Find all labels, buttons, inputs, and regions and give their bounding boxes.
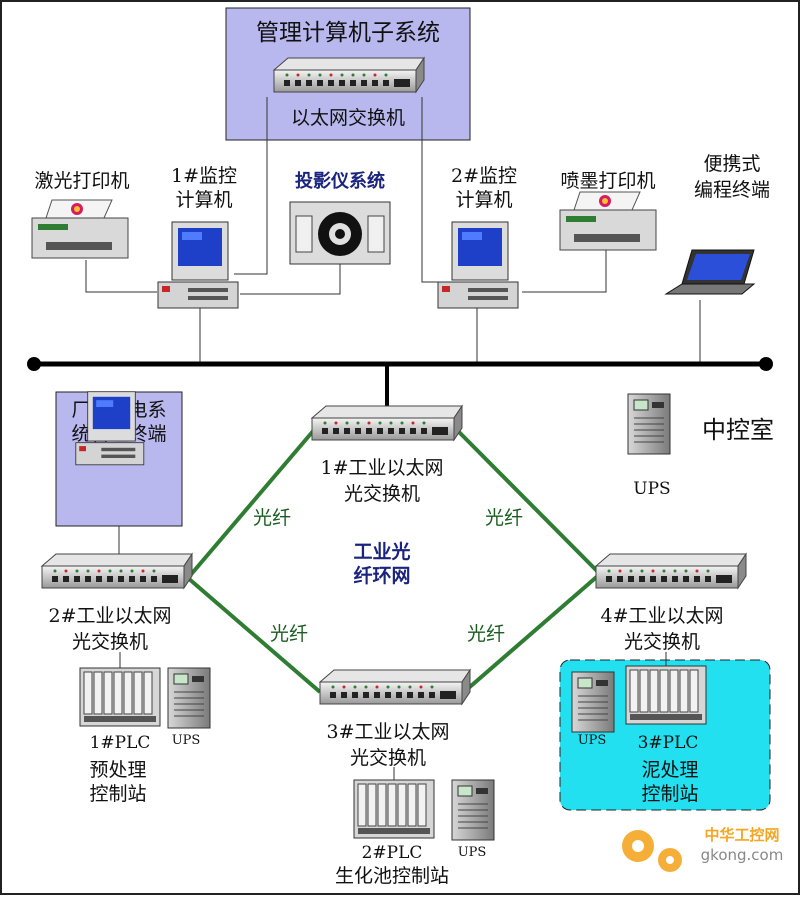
- fiber-label-bottom-left: 光纤: [270, 623, 308, 645]
- monitor-pc-2-label-b: 计算机: [455, 189, 512, 211]
- monitor-pc-1-label-b: 计算机: [175, 189, 232, 211]
- monitor-pc-1-label-a: 1#监控: [171, 165, 237, 187]
- ups-1-label: UPS: [172, 733, 201, 748]
- gkong-logo: [622, 830, 682, 872]
- ethernet-switch-label: 以太网交换机: [291, 107, 405, 129]
- control-room-label: 中控室: [702, 416, 774, 444]
- industrial-switch-3: [319, 669, 471, 705]
- upper-cables: [85, 97, 701, 364]
- monitor-pc-2: [437, 221, 519, 309]
- watermark-url: gkong.com: [701, 846, 784, 864]
- ups-3-label: UPS: [578, 733, 607, 748]
- industrial-switch-4: [595, 553, 747, 589]
- portable-terminal-label-a: 便携式: [703, 153, 760, 175]
- switch-3-label-b: 光交换机: [350, 747, 426, 769]
- station-3-label-b: 控制站: [641, 783, 698, 805]
- fiber-label-top-right: 光纤: [485, 507, 523, 529]
- projector-icon: [289, 201, 391, 265]
- switch-4-label-b: 光交换机: [624, 631, 700, 653]
- station-2-label: 生化池控制站: [335, 865, 449, 887]
- switch-4-label-a: 4#工业以太网: [600, 605, 723, 627]
- watermark-title: 中华工控网: [704, 826, 779, 844]
- ups-2: [451, 779, 495, 841]
- inkjet-printer: [559, 191, 657, 251]
- plc-2-label: 2#PLC: [362, 843, 423, 863]
- plc-3-label: 3#PLC: [638, 733, 699, 753]
- ups-3: [571, 671, 615, 733]
- laser-printer-label: 激光打印机: [34, 170, 129, 192]
- switch-1-label-b: 光交换机: [344, 483, 420, 505]
- station-1-label-b: 控制站: [89, 783, 146, 805]
- management-subsystem-title: 管理计算机子系统: [256, 20, 440, 46]
- station-1-label-a: 预处理: [89, 759, 146, 781]
- ring-label-b: 纤环网: [353, 564, 410, 587]
- projector-label: 投影仪系统: [295, 170, 385, 192]
- fiber-ring: [186, 428, 602, 694]
- monitor-pc-1: [157, 221, 239, 309]
- fiber-label-top-left: 光纤: [253, 507, 291, 529]
- inkjet-printer-label: 喷墨打印机: [560, 170, 655, 192]
- fiber-label-bottom-right: 光纤: [467, 623, 505, 645]
- ring-label-a: 工业光: [353, 540, 410, 563]
- switch-2-label-a: 2#工业以太网: [48, 605, 171, 627]
- plc-1-rack: [79, 667, 161, 727]
- industrial-switch-2: [41, 553, 193, 589]
- laser-printer: [31, 199, 129, 259]
- bus-end-left: [27, 357, 41, 371]
- ups-main-label: UPS: [633, 479, 670, 499]
- monitor-pc-2-label-a: 2#监控: [451, 165, 517, 187]
- ethernet-switch: [273, 57, 425, 93]
- ups-1: [167, 667, 211, 729]
- bus-end-right: [759, 357, 773, 371]
- switch-2-label-b: 光交换机: [72, 631, 148, 653]
- plc-3-rack: [625, 665, 707, 725]
- portable-terminal-label-b: 编程终端: [694, 179, 770, 201]
- station-3-label-a: 泥处理: [641, 759, 698, 781]
- switch-1-label-a: 1#工业以太网: [320, 457, 443, 479]
- switch-3-label-a: 3#工业以太网: [326, 721, 449, 743]
- ups-2-label: UPS: [458, 845, 487, 860]
- laptop-icon: [664, 249, 756, 295]
- plc-2-rack: [353, 779, 435, 839]
- plc-1-label: 1#PLC: [90, 733, 151, 753]
- ups-main: [627, 393, 671, 455]
- industrial-switch-1: [311, 405, 463, 441]
